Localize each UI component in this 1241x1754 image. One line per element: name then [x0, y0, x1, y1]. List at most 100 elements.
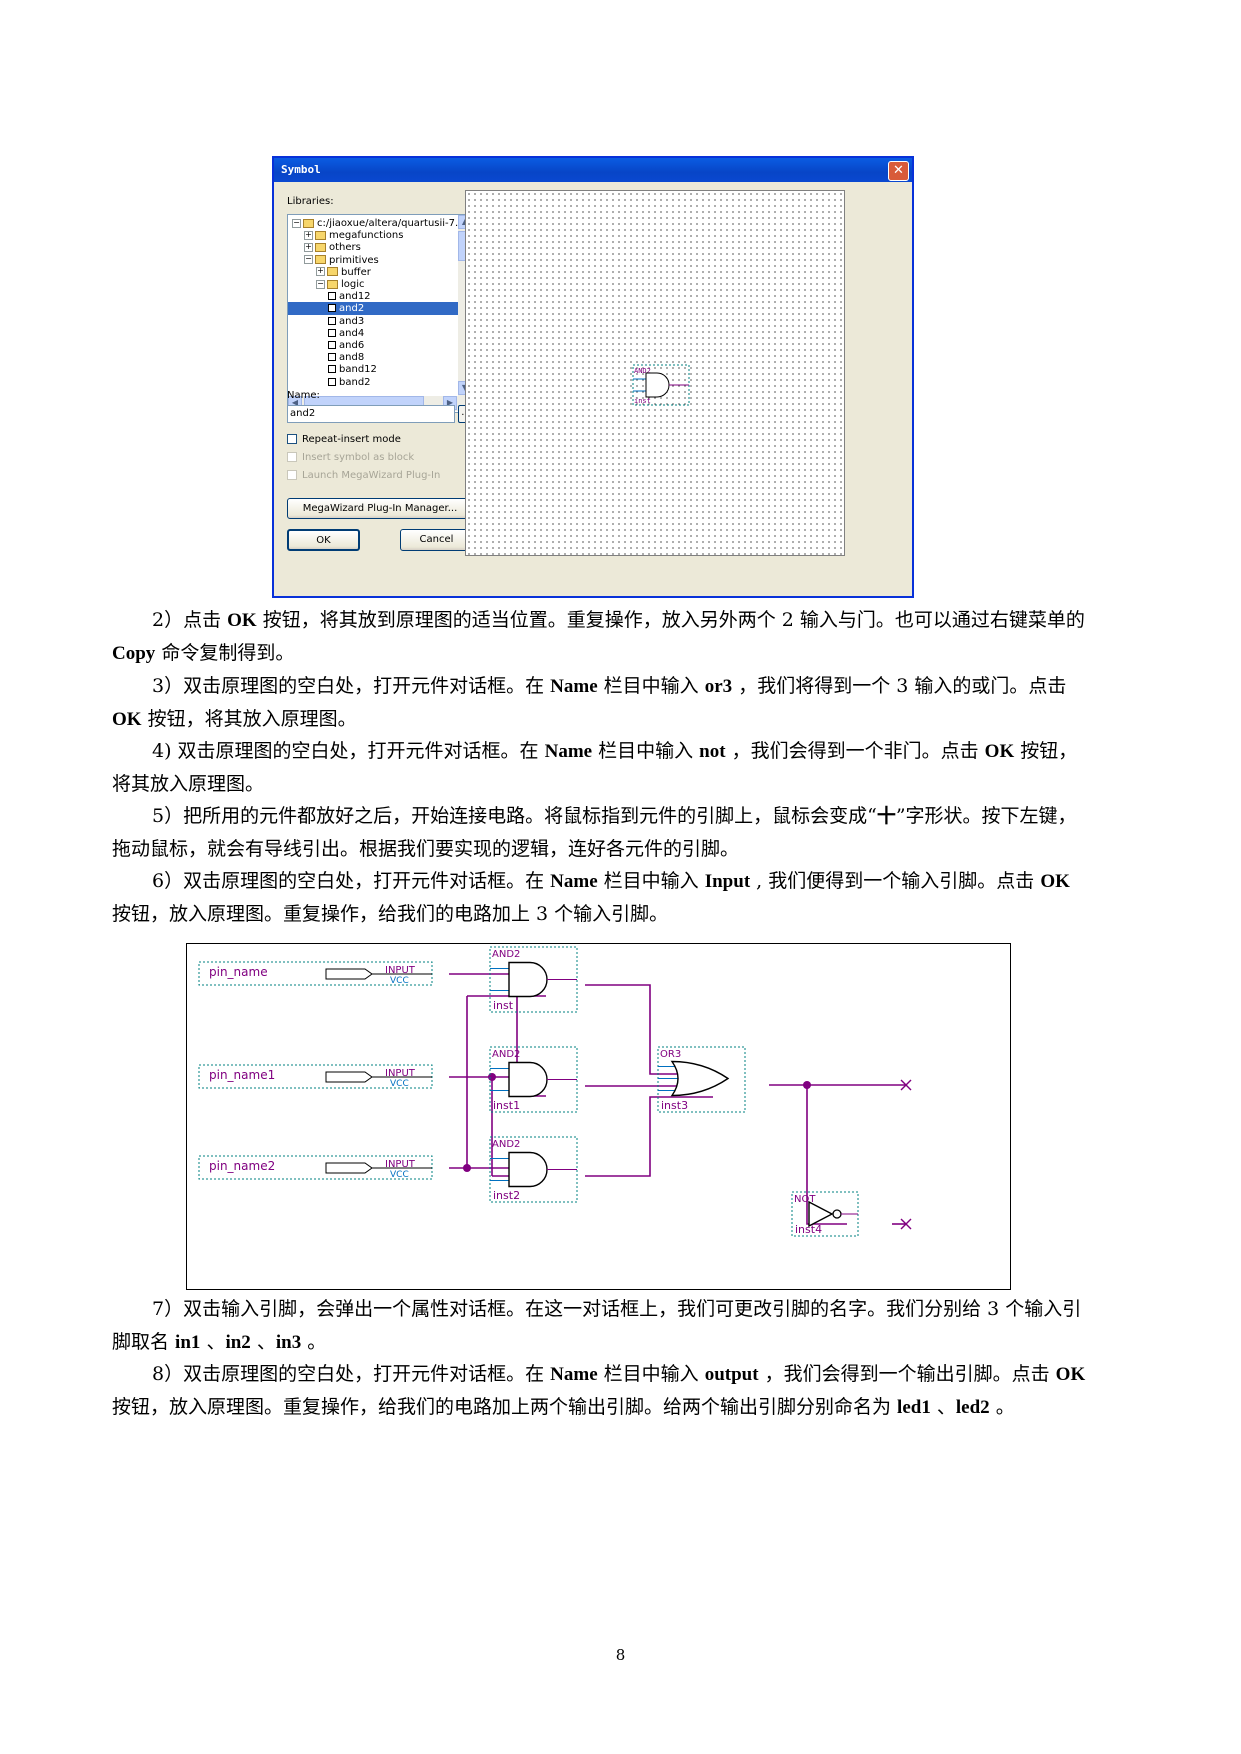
inverter-bubble-icon: [832, 1209, 842, 1219]
repeat-insert-label: Repeat-insert mode: [302, 434, 401, 445]
tree-item-label: buffer: [341, 266, 371, 278]
tree-item-logic[interactable]: −logic: [288, 278, 474, 291]
tree-item-and4[interactable]: and4: [288, 327, 474, 340]
name-input[interactable]: and2: [287, 405, 455, 423]
gate-type-label: NOT: [794, 1194, 816, 1205]
text-run: 、: [930, 1396, 956, 1418]
bold-term: in1: [175, 1332, 201, 1353]
launch-megawizard-option: Launch MegaWizard Plug-In: [287, 470, 440, 481]
paragraph-6: 6）双击原理图的空白处，打开元件对话框。在 Name 栏目中输入 Input ,…: [112, 865, 1087, 931]
library-tree[interactable]: −c:/jiaoxue/altera/quartusii-7...+megafu…: [287, 214, 475, 413]
libraries-label: Libraries:: [287, 196, 334, 207]
folder-icon: [315, 255, 326, 265]
collapse-icon[interactable]: −: [304, 254, 313, 265]
gates: AND2instAND2inst1AND2inst2OR3inst3NOTins…: [489, 946, 859, 1237]
tree-item-primitives[interactable]: −primitives: [288, 254, 473, 267]
ok-button[interactable]: OK: [287, 529, 360, 551]
input-pin-icon: [325, 1162, 373, 1174]
tree-item-label: and12: [339, 291, 371, 303]
text-run: 7）双击输入引脚，会弹出一个属性对话框。在这一对话框上，我们可更改引脚的名字。我…: [112, 1298, 1082, 1353]
and-gate-icon: [508, 1061, 548, 1098]
repeat-insert-option[interactable]: Repeat-insert mode: [287, 434, 401, 445]
text-run: 按钮，将其放到原理图的适当位置。重复操作，放入另外两个 2 输入与门。也可以通过…: [256, 609, 1085, 631]
tree-item-and12[interactable]: and12: [288, 290, 474, 303]
text-run: 。: [989, 1396, 1015, 1418]
tree-item-and3[interactable]: and3: [288, 315, 474, 328]
megawizard-button[interactable]: MegaWizard Plug-In Manager...: [287, 498, 473, 519]
text-run: ”字形状。按下左键，拖动鼠标，就会有导线引出。根据我们要实现的逻辑，连好各元件的…: [112, 805, 1077, 860]
symbol-icon: [328, 328, 336, 337]
or-gate-icon: [670, 1060, 730, 1097]
gate-type-label: AND2: [492, 949, 520, 960]
symbol-icon: [328, 353, 336, 362]
page-number: 8: [615, 1646, 626, 1664]
text-run: , 我们便得到一个输入引脚。点击: [750, 870, 1041, 892]
tree-item-and2[interactable]: and2: [288, 302, 474, 316]
text-run: 3）双击原理图的空白处，打开元件对话框。在: [152, 675, 551, 697]
symbol-icon: [328, 377, 336, 386]
text-run: 6）双击原理图的空白处，打开元件对话框。在: [152, 870, 551, 892]
text-run: 栏目中输入: [597, 1363, 705, 1385]
tree-item-others[interactable]: + others: [288, 241, 473, 254]
bold-term: 十: [876, 806, 896, 827]
bold-term: not: [699, 741, 726, 762]
tree-item-band2[interactable]: band2: [288, 376, 474, 389]
text-run: 。: [301, 1331, 327, 1353]
input-pin-icon: [325, 968, 373, 980]
expand-icon[interactable]: +: [316, 266, 325, 277]
tree-item-label: band12: [339, 364, 377, 376]
output-terminals: [900, 1079, 912, 1230]
preview-type-label: AND2: [634, 367, 651, 375]
bold-term: OK: [227, 610, 257, 631]
gate-type-label: AND2: [492, 1139, 520, 1150]
text-run: 栏目中输入: [597, 870, 705, 892]
checkbox-icon: [287, 452, 297, 462]
gate-inst-label: inst2: [493, 1189, 520, 1202]
tree-item-and8[interactable]: and8: [288, 351, 474, 364]
bold-term: Name: [544, 741, 593, 762]
pin-name: pin_name2: [209, 1159, 275, 1173]
text-run: 按钮，将其放入原理图。: [112, 740, 1078, 795]
tree-item-buffer[interactable]: + buffer: [288, 266, 474, 279]
bold-term: in3: [275, 1332, 302, 1353]
text-run: 5）把所用的元件都放好之后，开始连接电路。将鼠标指到元件的引脚上，鼠标会变成“: [152, 805, 877, 827]
gate-inst-label: inst3: [661, 1099, 688, 1112]
text-run: 命令复制得到。: [155, 642, 295, 664]
expand-icon[interactable]: +: [304, 241, 313, 252]
bold-term: in2: [225, 1332, 251, 1353]
tree-item-label: others: [329, 242, 361, 254]
pin-sub-label: VCC: [390, 976, 409, 986]
tree-item-c-jiaoxue-altera-quartusii-7-[interactable]: −c:/jiaoxue/altera/quartusii-7...: [288, 217, 465, 230]
gate-type-label: OR3: [660, 1049, 681, 1060]
bold-term: OK: [112, 709, 142, 730]
checkbox-icon[interactable]: [287, 434, 297, 444]
dialog-title-bar[interactable]: Symbol: [274, 158, 912, 182]
bold-term: OK: [984, 741, 1015, 762]
tree-item-megafunctions[interactable]: + megafunctions: [288, 229, 473, 242]
cancel-button[interactable]: Cancel: [400, 529, 473, 551]
pin-sub-label: VCC: [390, 1079, 409, 1089]
input-pin-icon: [325, 1071, 373, 1083]
collapse-icon[interactable]: −: [292, 217, 301, 228]
collapse-icon[interactable]: −: [316, 278, 325, 289]
expand-icon[interactable]: +: [304, 229, 313, 240]
pin-name: pin_name: [209, 965, 268, 979]
tree-item-band12[interactable]: band12: [288, 363, 474, 376]
folder-icon: [315, 230, 326, 240]
folder-icon: [315, 242, 326, 252]
text-run: 栏目中输入: [597, 675, 705, 697]
symbol-icon: [328, 304, 336, 313]
symbol-icon: [328, 341, 336, 349]
gate-type-label: AND2: [492, 1049, 520, 1060]
bold-term: led2: [955, 1397, 990, 1418]
tree-item-label: megafunctions: [329, 230, 404, 242]
tree-item-and6[interactable]: and6: [288, 339, 474, 352]
close-icon[interactable]: ✕: [888, 161, 909, 181]
